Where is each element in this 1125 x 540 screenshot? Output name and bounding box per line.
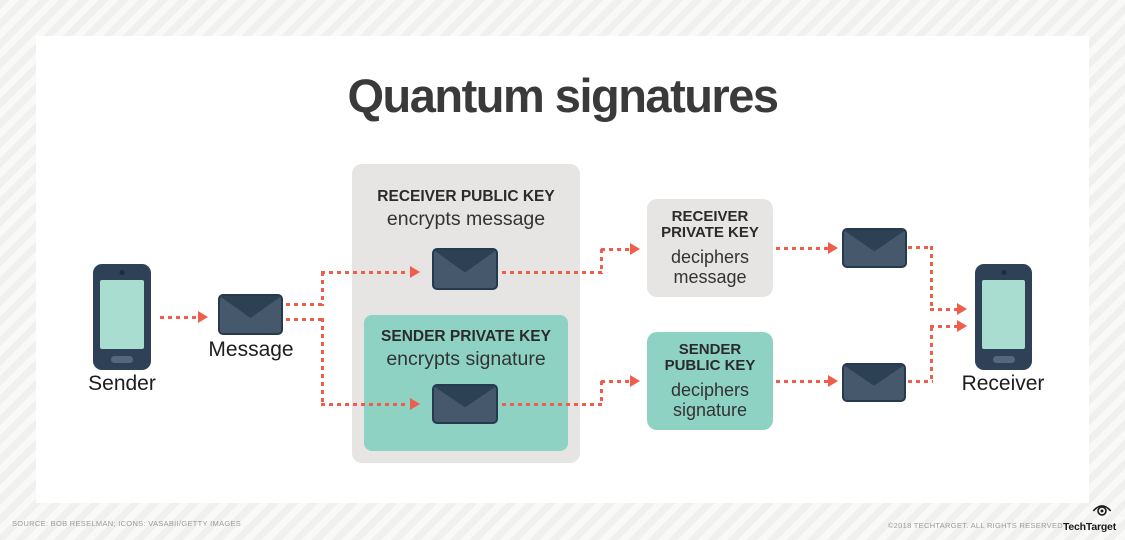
receiver-private-key-box: RECEIVER PRIVATE KEY deciphers message xyxy=(647,199,773,297)
encrypted-message-envelope-icon xyxy=(432,248,498,290)
dashed-line xyxy=(776,380,829,383)
receiver-public-key-description: encrypts message xyxy=(386,208,546,231)
phone-home-button xyxy=(992,356,1015,363)
envelope-flap xyxy=(220,296,281,318)
envelope-flap xyxy=(434,250,496,273)
dashed-line xyxy=(930,308,958,311)
sender-private-key-description: encrypts signature xyxy=(386,348,546,371)
copyright-text: ©2018 TECHTARGET. ALL RIGHTS RESERVED xyxy=(887,521,1063,530)
dashed-line xyxy=(502,403,602,406)
dashed-line xyxy=(601,380,631,383)
brand-wordmark: TechTarget xyxy=(1062,521,1116,533)
phone-camera-dot xyxy=(1001,270,1006,275)
receiver-label: Receiver xyxy=(961,372,1045,395)
techtarget-logo: TechTarget xyxy=(1062,503,1116,533)
dashed-line xyxy=(776,247,829,250)
deciphered-signature-envelope-icon xyxy=(842,363,906,402)
sender-public-key-description: deciphers signature xyxy=(670,380,750,421)
encrypted-signature-envelope-icon xyxy=(432,384,498,424)
receiver-public-key-heading: RECEIVER PUBLIC KEY xyxy=(377,188,555,205)
page-title: Quantum signatures xyxy=(347,69,779,122)
dashed-line xyxy=(321,272,324,306)
eye-icon xyxy=(1092,505,1112,516)
dashed-line xyxy=(502,271,602,274)
envelope-flap xyxy=(844,365,904,386)
phone-screen xyxy=(982,280,1025,349)
arrowhead-icon xyxy=(957,303,967,315)
dashed-line xyxy=(321,403,409,406)
sender-private-key-heading: SENDER PRIVATE KEY xyxy=(381,328,551,345)
deciphered-message-envelope-icon xyxy=(842,228,907,268)
phone-camera-dot xyxy=(119,270,125,275)
arrowhead-icon xyxy=(630,375,640,387)
receiver-phone-icon xyxy=(975,264,1032,370)
arrowhead-icon xyxy=(410,266,420,278)
sender-public-key-heading: SENDER PUBLIC KEY xyxy=(664,340,756,375)
phone-home-button xyxy=(111,356,133,363)
dashed-line xyxy=(286,318,322,321)
sender-phone-icon xyxy=(93,264,151,370)
message-envelope-icon xyxy=(218,294,283,335)
arrowhead-icon xyxy=(198,311,208,323)
envelope-flap xyxy=(844,230,905,252)
dashed-line xyxy=(286,303,322,306)
sender-public-key-box: SENDER PUBLIC KEY deciphers signature xyxy=(647,332,773,430)
dashed-line xyxy=(321,318,324,405)
dashed-line xyxy=(321,271,409,274)
dashed-line xyxy=(908,380,933,383)
envelope-flap xyxy=(434,386,496,408)
phone-screen xyxy=(100,280,144,349)
dashed-line xyxy=(930,246,933,310)
message-label: Message xyxy=(208,338,294,361)
dashed-line xyxy=(600,381,603,405)
dashed-line xyxy=(600,249,603,274)
arrowhead-icon xyxy=(957,320,967,332)
arrowhead-icon xyxy=(630,243,640,255)
dashed-line xyxy=(160,316,200,319)
receiver-private-key-heading: RECEIVER PRIVATE KEY xyxy=(661,207,759,242)
signature-panel: SENDER PRIVATE KEY encrypts signature xyxy=(364,315,568,451)
arrowhead-icon xyxy=(410,398,420,410)
source-credit: SOURCE: BOB RESELMAN; ICONS: VASABII/GET… xyxy=(12,519,242,528)
receiver-private-key-description: deciphers message xyxy=(670,247,750,288)
arrowhead-icon xyxy=(828,375,838,387)
dashed-line xyxy=(601,248,631,251)
dashed-line xyxy=(930,327,933,383)
dashed-line xyxy=(930,325,958,328)
dashed-line xyxy=(908,246,933,249)
sender-label: Sender xyxy=(88,372,156,395)
arrowhead-icon xyxy=(828,242,838,254)
